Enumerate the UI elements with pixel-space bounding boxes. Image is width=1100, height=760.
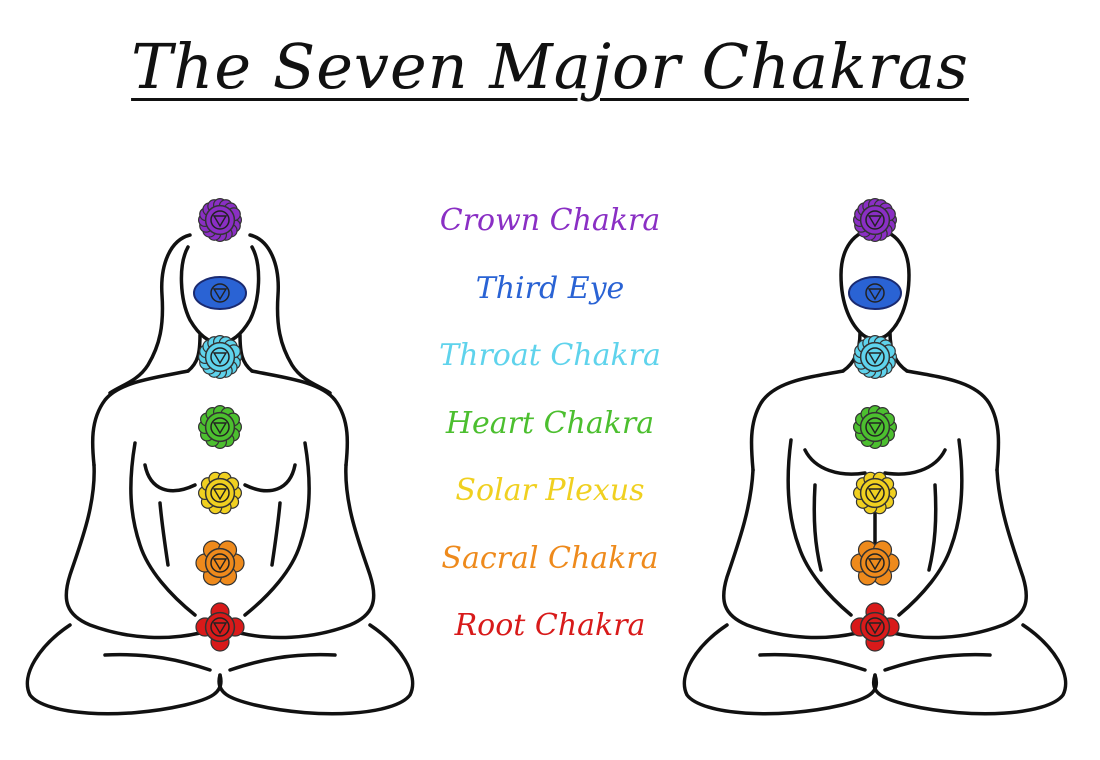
root-chakra-icon [195, 602, 245, 652]
third-eye-chakra-icon [848, 276, 902, 310]
chakra-label-list: Crown Chakra Third Eye Throat Chakra Hea… [390, 196, 710, 669]
chakra-label-crown: Crown Chakra [439, 203, 661, 238]
chakra-label-sacral: Sacral Chakra [441, 540, 659, 576]
root-chakra-icon [850, 602, 900, 652]
heart-chakra-icon [853, 405, 898, 450]
male-figure-outline [682, 198, 1068, 716]
chakra-label-root: Root Chakra [454, 608, 646, 643]
third-eye-chakra-icon [193, 276, 247, 310]
solar-plexus-chakra-icon [198, 471, 243, 515]
sacral-chakra-icon [195, 540, 245, 586]
crown-chakra-icon [853, 198, 898, 242]
female-meditating-figure [10, 185, 430, 745]
chakra-label-throat: Throat Chakra [439, 338, 661, 373]
crown-chakra-icon [198, 198, 243, 242]
heart-chakra-icon [198, 405, 243, 450]
throat-chakra-icon [198, 335, 243, 380]
female-figure-outline [25, 198, 415, 716]
male-meditating-figure [665, 185, 1085, 745]
solar-plexus-chakra-icon [853, 471, 898, 515]
throat-chakra-icon [853, 335, 898, 380]
chakra-label-solar-plexus: Solar Plexus [455, 473, 645, 508]
chakra-label-third-eye: Third Eye [475, 270, 625, 306]
page-title: The Seven Major Chakras [131, 30, 969, 103]
chakra-label-heart: Heart Chakra [445, 405, 655, 441]
sacral-chakra-icon [850, 540, 900, 586]
